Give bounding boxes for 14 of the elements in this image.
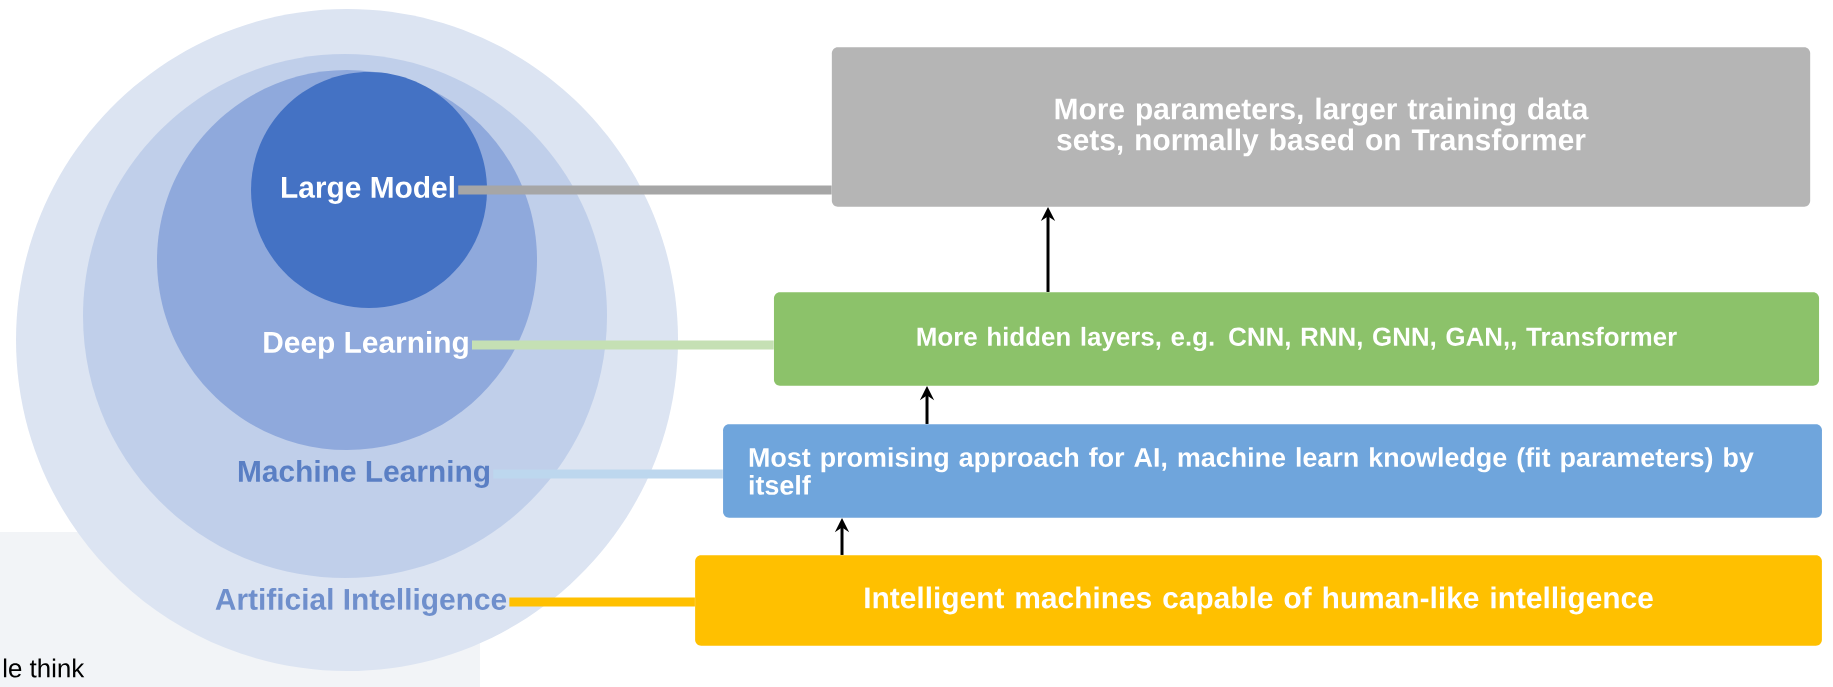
description-box: Most promising approach for AI, machine learn knowledge (fit parameters) by itself <box>723 424 1822 518</box>
circle-label: Artificial Intelligence <box>215 588 507 616</box>
description-box: Intelligent machines capable of human-like intelligence <box>695 555 1822 646</box>
description-box: More hidden layers, e.g. CNN, RNN, GNN, GAN,, Transformer <box>773 292 1820 386</box>
connector-line <box>472 340 774 350</box>
connector-line <box>509 597 695 607</box>
circle-label: Large Model <box>282 176 454 204</box>
circle-label: Deep Learning <box>264 331 468 359</box>
description-box: More parameters, larger training data sets, normally based on Transformer <box>831 47 1811 207</box>
text-fragment: le think <box>3 658 85 678</box>
connector-line <box>458 185 832 195</box>
circle-label: Machine Learning <box>238 460 490 488</box>
connector-line <box>493 469 723 479</box>
nested-circle <box>251 72 487 308</box>
